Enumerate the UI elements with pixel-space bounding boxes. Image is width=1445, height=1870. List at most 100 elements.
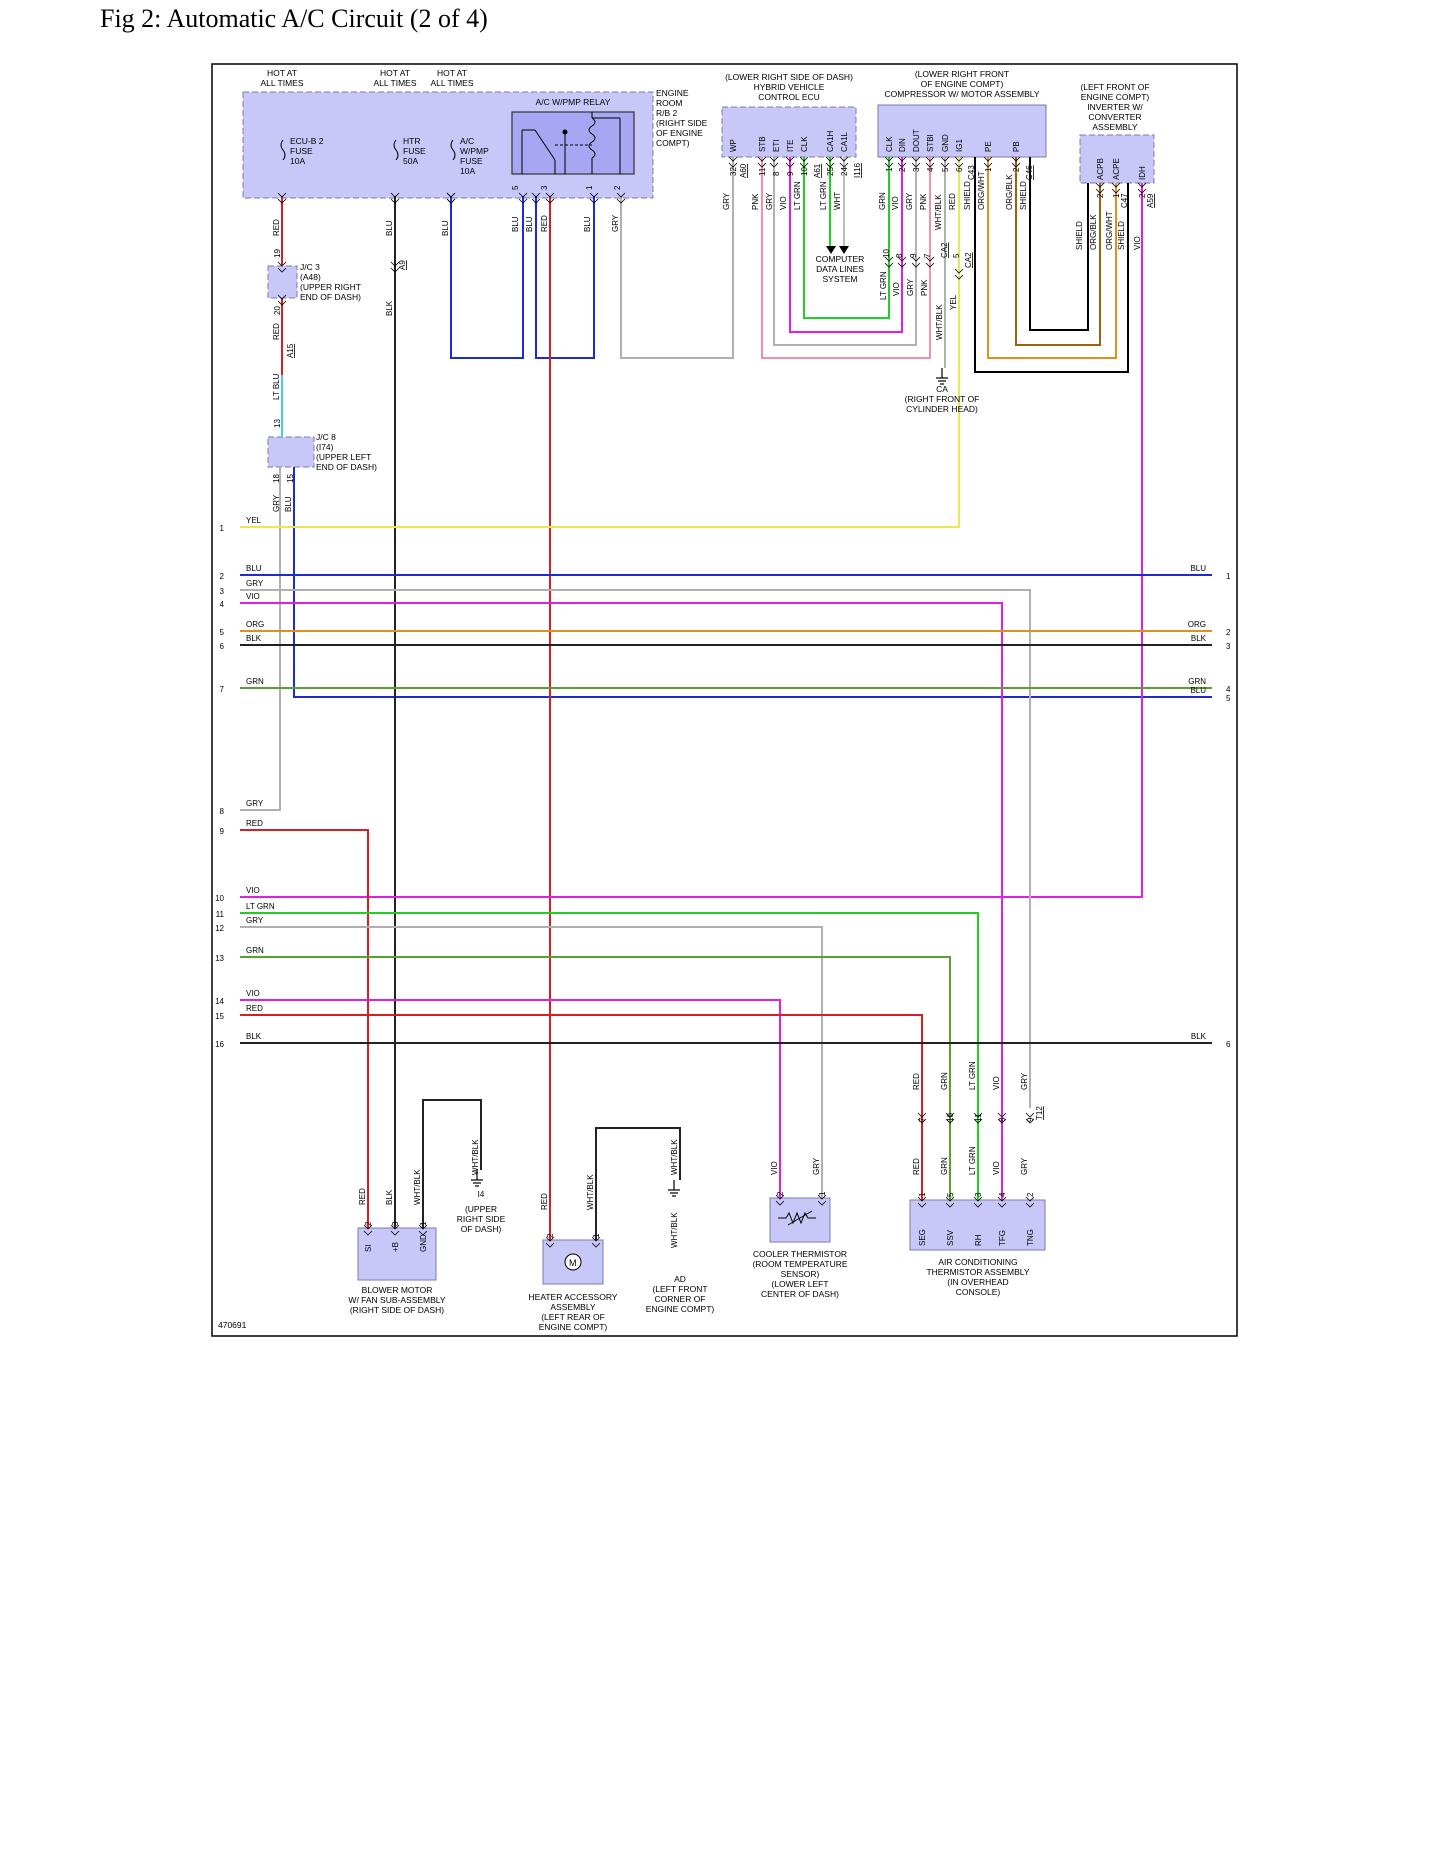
- conn-c46: C46: [1025, 165, 1034, 180]
- left-bus-label-0: YEL: [246, 516, 262, 525]
- conn-ca2-b: CA2: [964, 252, 973, 268]
- hv-ecu-label: (LOWER RIGHT SIDE OF DASH)HYBRID VEHICLE…: [725, 72, 853, 102]
- left-bus-label-1: BLU: [246, 564, 262, 573]
- thermistor-pinnum-3: 4: [998, 1192, 1007, 1197]
- wl-red-rb: RED: [540, 215, 549, 232]
- compressor-pin-2: DOUT: [912, 129, 921, 152]
- left-bus-num-5: 6: [220, 642, 225, 651]
- jc8-pin-15: 15: [286, 474, 295, 483]
- bus-4-vio: [240, 602, 1003, 1200]
- hv-ecu-pinnum-0: 32: [729, 167, 738, 176]
- left-bus-num-6: 7: [220, 685, 225, 694]
- connector-mark-21: [418, 1224, 428, 1236]
- cooler-thermistor-icon: [778, 1210, 816, 1226]
- pin-mark-2: [769, 156, 779, 168]
- wire-shield-inner: [1029, 157, 1089, 331]
- blower-pin-2: GND: [419, 1234, 428, 1252]
- pin-mark-9: [911, 156, 921, 168]
- compressor-pinnum-1: 2: [898, 167, 907, 172]
- connector-mark-24: [775, 1194, 785, 1206]
- connector-mark-5: [531, 192, 541, 204]
- inverter-pinnum-0: 2: [1096, 193, 1105, 198]
- compressor-pinnum-4: 5: [941, 167, 950, 172]
- inverter-wire-2: ORG/WHT: [1105, 211, 1114, 250]
- compressor-pin-4: GND: [941, 134, 950, 152]
- hv-ecu-wire-2: GRY: [765, 192, 774, 210]
- cooler-wire-vio: VIO: [770, 1161, 779, 1175]
- inverter-wire-3: SHIELD: [1117, 221, 1126, 250]
- compressor-pin-3: STBI: [926, 134, 935, 152]
- left-bus-label-13: VIO: [246, 989, 260, 998]
- heater-pin-1: 1: [592, 1233, 601, 1238]
- thermistor-pinnum-1: 5: [946, 1192, 955, 1197]
- connector-mark-13: [954, 268, 964, 280]
- right-bus-label-3: GRN: [1188, 677, 1206, 686]
- left-bus-num-11: 12: [215, 924, 224, 933]
- left-bus-label-8: RED: [246, 819, 263, 828]
- pin-mark-7: [884, 156, 894, 168]
- compressor-wire-5: RED: [948, 193, 957, 210]
- thermistor-upper-pin-0: 7: [918, 1117, 927, 1122]
- compressor-wire-0: GRN: [878, 192, 887, 210]
- connector-mark-28: [973, 1196, 983, 1208]
- wl-gry-jc8: GRY: [272, 494, 281, 512]
- compressor-pin-6: PE: [984, 141, 993, 152]
- heater-ground-wire-2: WHT/BLK: [670, 1212, 679, 1248]
- inverter-wire-4: VIO: [1133, 236, 1142, 250]
- pin-mark-15: [1095, 182, 1105, 194]
- thermistor-lower-wire-0: RED: [912, 1158, 921, 1175]
- relay-box: [511, 111, 635, 175]
- right-bus-label-1: ORG: [1188, 620, 1206, 629]
- connector-mark-29: [997, 1196, 1007, 1208]
- connector-mark-0: [277, 261, 287, 273]
- heater-wire-red: RED: [540, 1193, 549, 1210]
- left-bus-label-3: VIO: [246, 592, 260, 601]
- hv-ecu-wire-0: GRY: [722, 192, 731, 210]
- conn-i116: I116: [853, 162, 862, 178]
- conn-a61: A61: [813, 163, 822, 178]
- blower-wire-whtblk: WHT/BLK: [413, 1169, 422, 1205]
- connector-mark-22: [545, 1236, 555, 1248]
- conn-a59: A59: [1146, 193, 1155, 208]
- pin-mark-11: [940, 156, 950, 168]
- hv-ecu-pin-5: CA1H: [826, 130, 835, 152]
- jc8-box: [267, 436, 315, 468]
- bus-14-vio: [240, 999, 781, 1198]
- blower-ground-wire: WHT/BLK: [471, 1139, 480, 1175]
- thermistor-upper-pin-3: 8: [998, 1117, 1007, 1122]
- bus-3-gry: [240, 589, 1031, 1108]
- thermistor-upper-pin-1: 10: [946, 1113, 955, 1122]
- compressor-wire-2: GRY: [905, 192, 914, 210]
- connector-mark-17: [997, 1112, 1007, 1124]
- relay-pin-2: 1: [585, 185, 594, 190]
- relay-pin-1: 3: [540, 185, 549, 190]
- thermistor-upper-wire-0: RED: [912, 1073, 921, 1090]
- connector-mark-15: [945, 1112, 955, 1124]
- thermistor-pin-0: SEG: [918, 1229, 927, 1246]
- thermistor-pin-1: SSV: [946, 1229, 955, 1246]
- thermistor-pin-2: RH: [974, 1234, 983, 1246]
- wl-blu-1: BLU: [385, 220, 394, 236]
- relay-symbol: [521, 112, 621, 174]
- connector-mark-20: [390, 1224, 400, 1236]
- diagram-border: [211, 63, 1238, 1337]
- relay-label: A/C W/PMP RELAY: [536, 97, 611, 107]
- connector-mark-23: [591, 1236, 601, 1248]
- inverter-wire-0: SHIELD: [1075, 221, 1084, 250]
- data-lines-arrows: [826, 246, 849, 254]
- connector-mark-1: [277, 294, 287, 306]
- wire-ltgrn-clk: [803, 157, 890, 319]
- connector-mark-3: [545, 192, 555, 204]
- left-bus-label-2: GRY: [246, 579, 264, 588]
- inverter-pin-0: ACPB: [1096, 158, 1105, 180]
- left-bus-num-15: 16: [215, 1040, 224, 1049]
- hv-ecu-pinnum-3: 9: [786, 171, 795, 176]
- thermistor-pin-3: TFG: [998, 1230, 1007, 1246]
